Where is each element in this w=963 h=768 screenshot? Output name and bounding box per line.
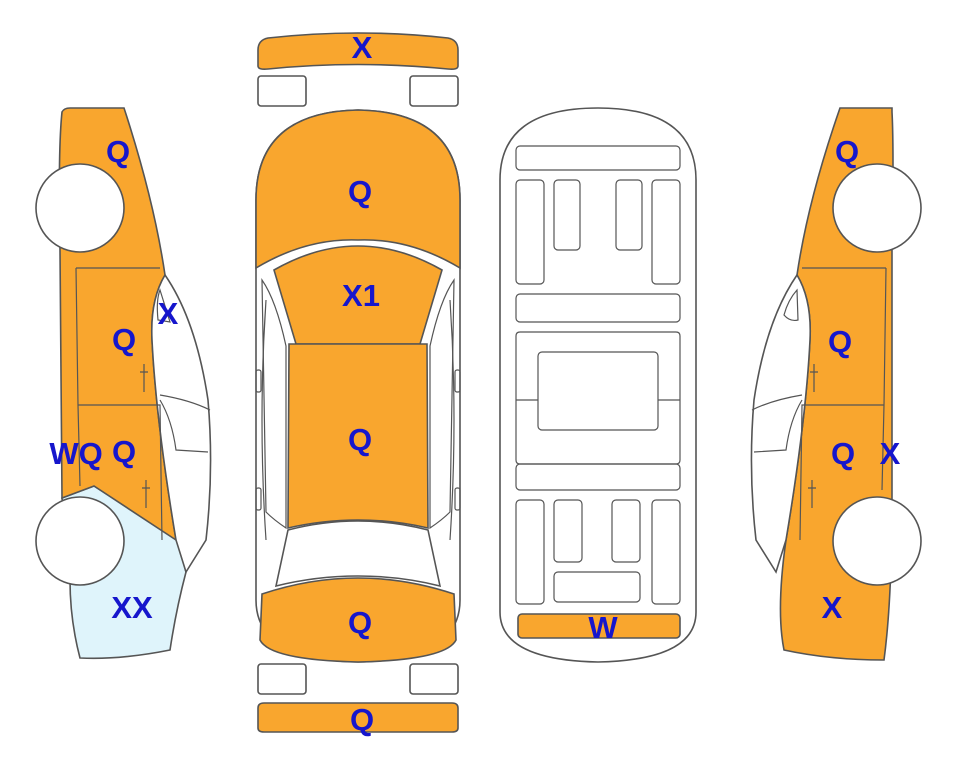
rear-bumper-part[interactable] — [257, 702, 459, 733]
roof-part[interactable] — [287, 343, 429, 530]
left-rocker-label: WQ — [49, 436, 102, 471]
bottom-bumper-label: Q — [350, 702, 374, 737]
left-window-part[interactable] — [150, 273, 212, 574]
right-front-fender-label: Q — [835, 134, 859, 169]
underbody-view: W — [499, 107, 697, 663]
right-rear-door-label: Q — [831, 436, 855, 471]
trunk-part[interactable] — [259, 577, 457, 663]
rear-window-part[interactable] — [274, 520, 442, 588]
left-side-view: Q X Q Q WQ XX — [35, 107, 212, 660]
left-taillight-part[interactable] — [257, 663, 307, 695]
right-taillight-part[interactable] — [409, 663, 459, 695]
right-headlight-part[interactable] — [409, 75, 459, 107]
left-rear-wheel[interactable] — [35, 496, 125, 586]
windshield-label: X1 — [342, 278, 380, 313]
underbody-outline — [499, 107, 697, 663]
right-side-view: Q Q Q X X — [750, 107, 922, 661]
left-rear-door-label: Q — [112, 434, 136, 469]
left-front-wheel[interactable] — [35, 163, 125, 253]
windshield-part[interactable] — [273, 245, 443, 345]
right-front-door-label: Q — [828, 324, 852, 359]
underbody-rear-label: W — [588, 610, 618, 645]
trunk-label: Q — [348, 605, 372, 640]
top-view: X Q X1 Q Q Q — [255, 30, 461, 737]
left-front-fender-label: Q — [106, 134, 130, 169]
right-rear-quarter-label: X — [822, 590, 843, 625]
left-a-pillar-label: X — [158, 296, 179, 331]
roof-label: Q — [348, 422, 372, 457]
right-front-wheel[interactable] — [832, 163, 922, 253]
front-bumper-part[interactable] — [257, 32, 459, 70]
left-front-door-label: Q — [112, 322, 136, 357]
right-window-part[interactable] — [750, 273, 812, 574]
hood-part[interactable] — [255, 109, 461, 270]
front-bumper-label: X — [352, 30, 373, 65]
left-headlight-part[interactable] — [257, 75, 307, 107]
right-rocker-label: X — [880, 436, 901, 471]
right-rear-wheel[interactable] — [832, 496, 922, 586]
underbody-rear-part[interactable] — [517, 613, 681, 639]
hood-label: Q — [348, 174, 372, 209]
left-rear-quarter-label: XX — [111, 590, 153, 625]
